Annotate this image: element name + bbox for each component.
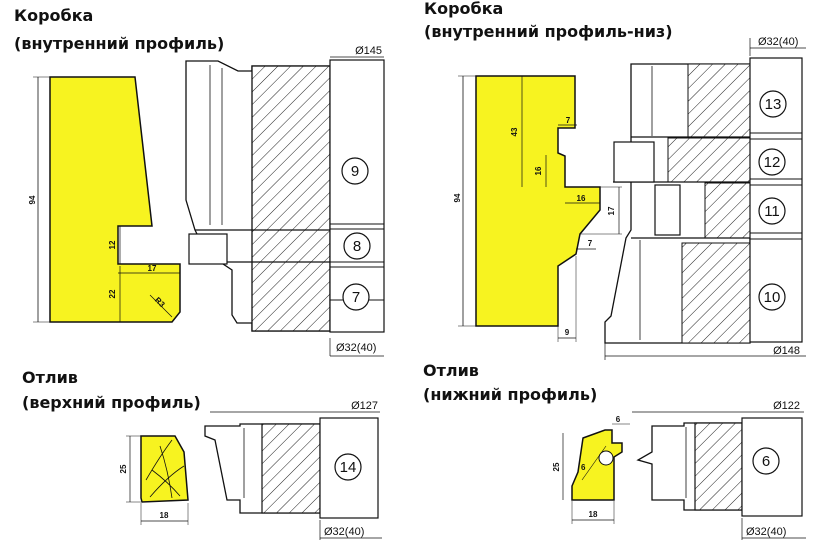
sill-bottom-dim-width: 18 bbox=[589, 510, 598, 519]
cutter-9-circle bbox=[341, 157, 369, 185]
cutter-7-circle bbox=[342, 283, 370, 311]
sill-bottom-dim-6a: 6 bbox=[616, 415, 621, 424]
cutter-14-circle bbox=[334, 453, 362, 481]
sill-top-diameter-top: Ø127 bbox=[351, 400, 378, 412]
cutter-12-label: 12 bbox=[764, 154, 781, 171]
cutter-10-circle bbox=[758, 283, 786, 311]
bottom-dim-9: 9 bbox=[565, 328, 570, 337]
title-box-inner: Коробка bbox=[14, 6, 94, 25]
sill-top-drawing: 25 18 Ø127 Ø32(40) 14 bbox=[119, 400, 382, 540]
bottom-dim-7b: 7 bbox=[588, 239, 593, 248]
box-inner-bottom-drawing: 94 43 7 16 16 17 7 9 bbox=[453, 36, 806, 360]
bottom-dim-7a: 7 bbox=[566, 116, 571, 125]
bottom-dim-16b: 16 bbox=[577, 194, 586, 203]
sill-top-dim-width: 18 bbox=[160, 511, 169, 520]
dim-17: 17 bbox=[148, 264, 157, 273]
cutter-6-label: 6 bbox=[762, 453, 770, 470]
bottom-dim-43: 43 bbox=[510, 127, 519, 136]
cutter-7-label: 7 bbox=[352, 289, 360, 306]
dim-12: 12 bbox=[108, 240, 117, 249]
subtitle-box-inner: (внутренний профиль) bbox=[14, 34, 225, 53]
cutter-14-label: 14 bbox=[340, 459, 357, 476]
cutter-11-circle bbox=[758, 197, 786, 225]
subtitle-sill-top: (верхний профиль) bbox=[22, 393, 201, 412]
sill-bottom-diameter-bottom: Ø32(40) bbox=[746, 526, 786, 538]
subtitle-sill-bottom: (нижний профиль) bbox=[423, 385, 598, 404]
bottom-diameter-top: Ø32(40) bbox=[758, 36, 798, 48]
bottom-dim-16a: 16 bbox=[534, 166, 543, 175]
sill-bottom-cutter-body bbox=[694, 422, 743, 511]
cutter-10-label: 10 bbox=[764, 289, 781, 306]
cutter-13-label: 13 bbox=[765, 96, 782, 113]
cutter-11-label: 11 bbox=[764, 203, 780, 220]
sill-top-dim-height: 25 bbox=[119, 464, 128, 473]
box-inner-diameter-bottom: Ø32(40) bbox=[336, 342, 376, 354]
cutter-6-circle bbox=[752, 447, 780, 475]
cutter-9-label: 9 bbox=[351, 163, 359, 180]
sill-bottom-drawing: 6 6 25 18 Ø122 Ø32(40) 6 bbox=[552, 400, 806, 540]
sill-bottom-dim-height: 25 bbox=[552, 462, 561, 471]
box-inner-profile bbox=[49, 76, 181, 323]
title-box-inner-bottom: Коробка bbox=[424, 0, 504, 18]
cutter-8-label: 8 bbox=[353, 238, 361, 255]
title-sill-top: Отлив bbox=[22, 368, 78, 387]
bottom-diameter-bottom: Ø148 bbox=[773, 345, 800, 357]
bottom-dim-height: 94 bbox=[453, 193, 462, 202]
subtitle-box-inner-bottom: (внутренний профиль-низ) bbox=[424, 22, 673, 41]
title-sill-bottom: Отлив bbox=[423, 361, 479, 380]
sill-bottom-dim-6b: 6 bbox=[581, 463, 586, 472]
cutter-13-circle bbox=[759, 90, 787, 118]
box-inner-drawing: 94 12 17 22 R3 bbox=[28, 45, 385, 357]
cutter-8-circle bbox=[343, 232, 371, 260]
sill-bottom-diameter-top: Ø122 bbox=[773, 400, 800, 412]
sill-top-profile bbox=[140, 435, 189, 503]
cutter-12-circle bbox=[758, 148, 786, 176]
sill-top-diameter-bottom: Ø32(40) bbox=[324, 526, 364, 538]
sill-bottom-profile bbox=[571, 429, 623, 501]
dim-height: 94 bbox=[28, 195, 37, 204]
box-inner-cutter-body bbox=[251, 65, 331, 332]
dim-22: 22 bbox=[108, 289, 117, 298]
sill-top-cutter-body bbox=[261, 423, 321, 514]
bottom-dim-17: 17 bbox=[607, 206, 616, 215]
box-inner-diameter-top: Ø145 bbox=[355, 45, 382, 57]
